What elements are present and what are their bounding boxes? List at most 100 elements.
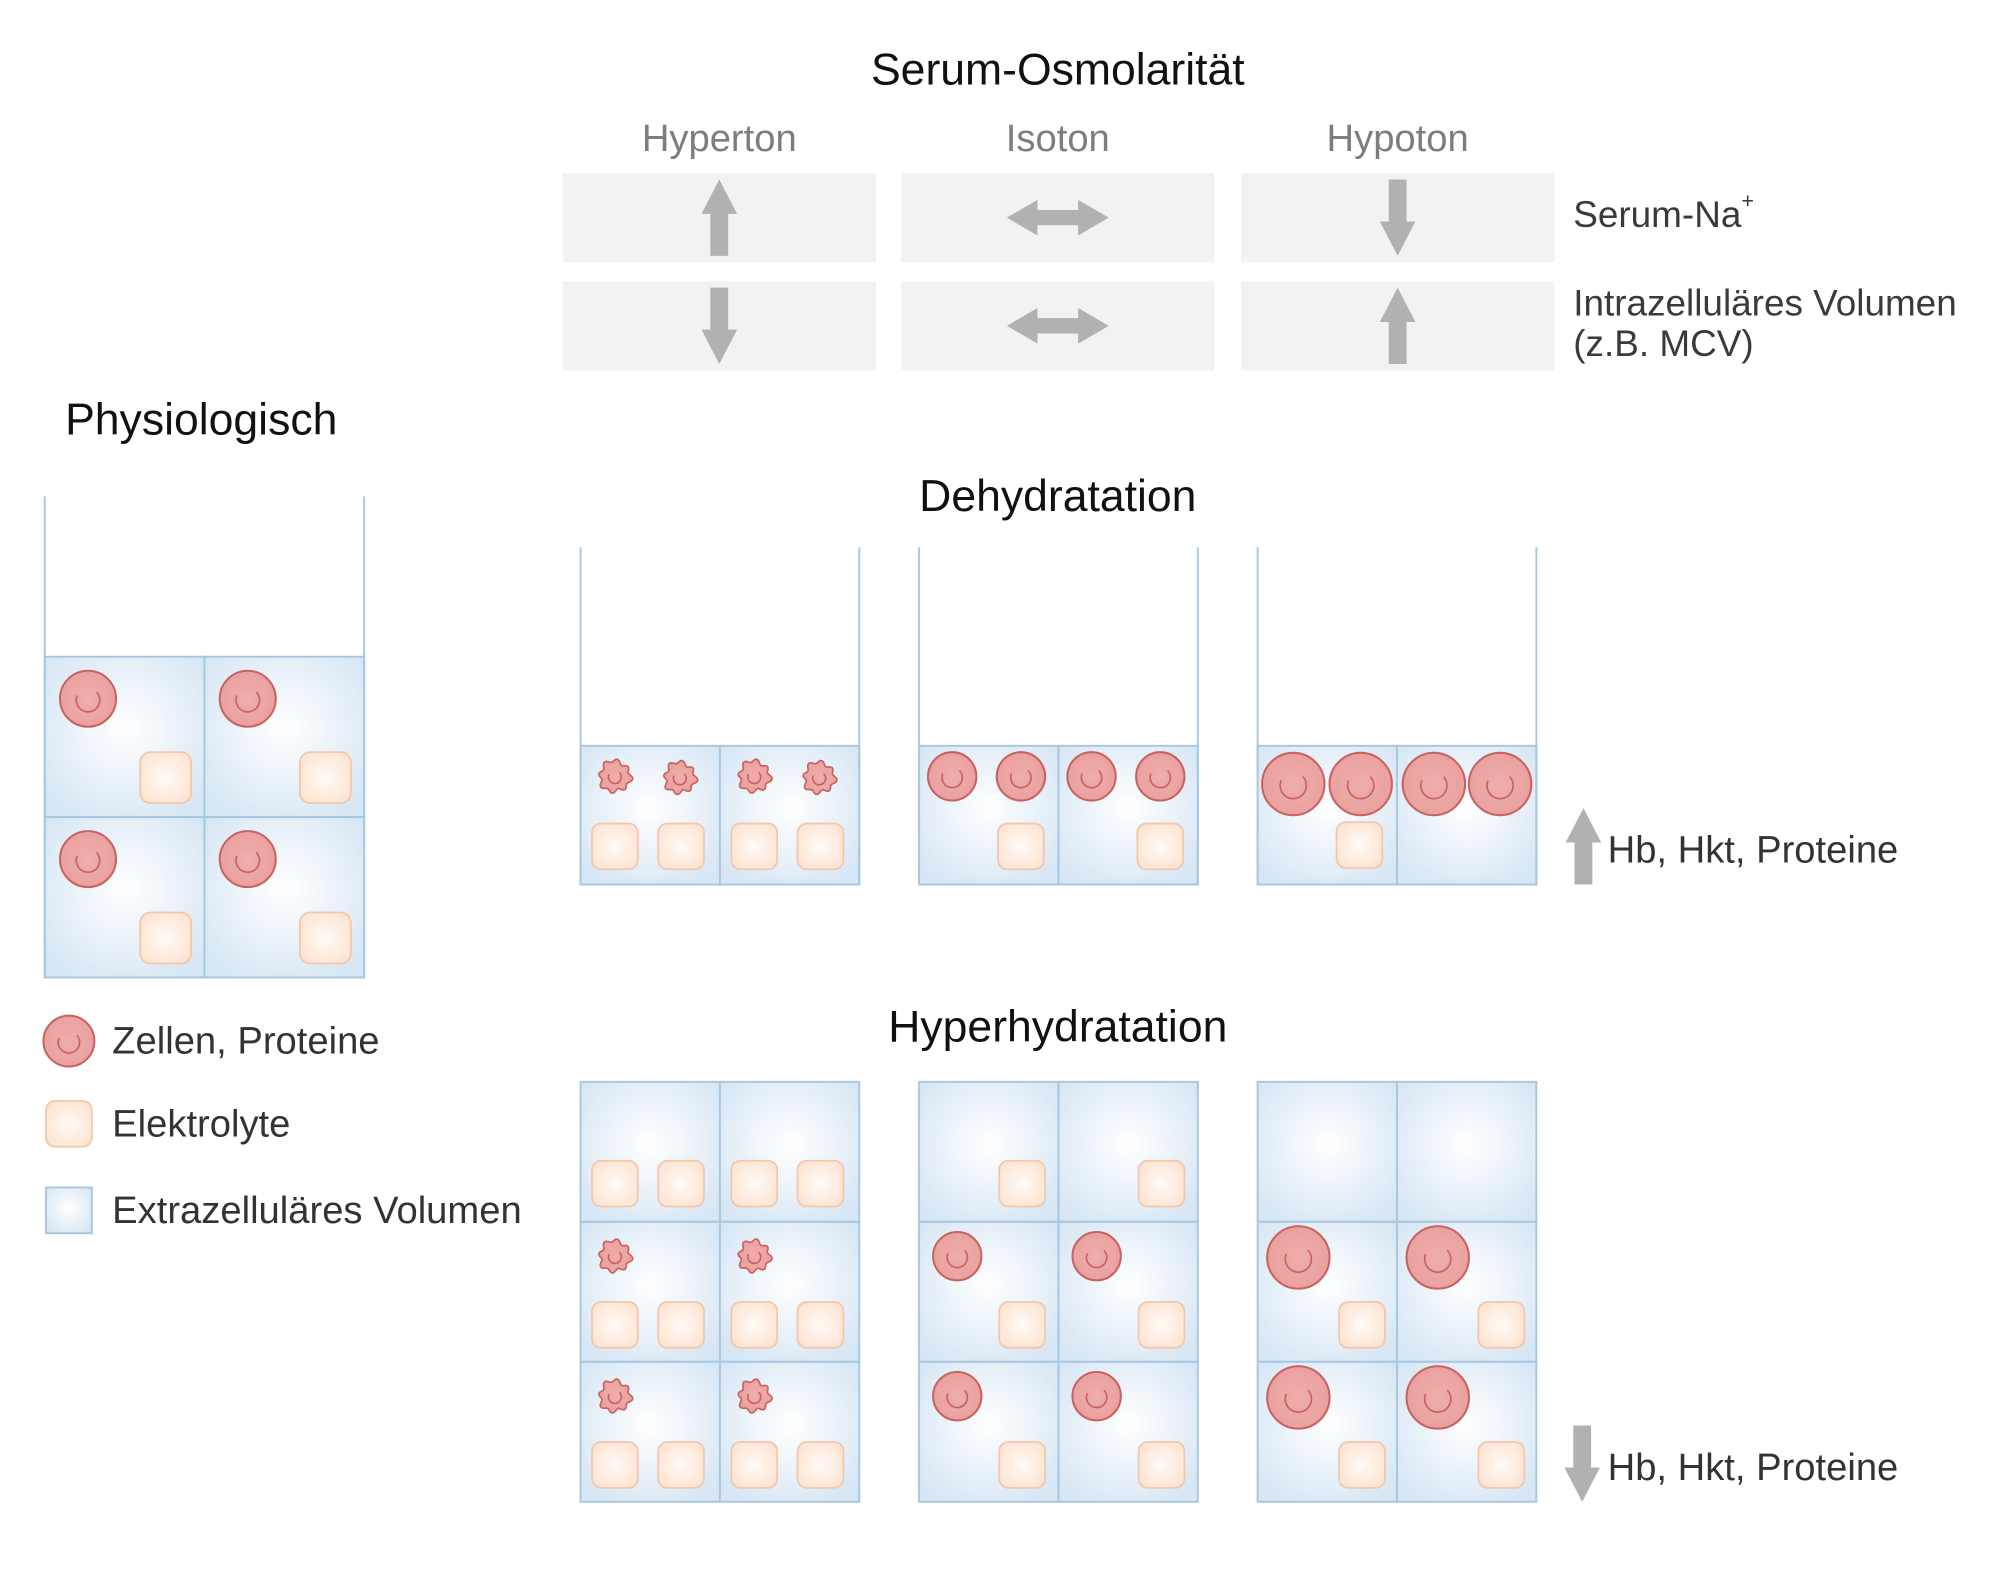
- electrolyte-icon: [591, 822, 639, 871]
- cell-membrane: [58, 669, 118, 728]
- legend-label-extracellular: Extrazelluläres Volumen: [112, 1189, 522, 1232]
- cell-icon: [995, 751, 1047, 802]
- electrolyte-icon: [998, 1159, 1046, 1208]
- cell-curl: [235, 852, 261, 874]
- cell-membrane: [926, 751, 978, 802]
- cell-icon: [58, 830, 118, 889]
- swollen-cell-icon: [1405, 1365, 1470, 1430]
- compartment: [1396, 1360, 1538, 1503]
- shrunken-cell-icon: [598, 1238, 634, 1274]
- arrow-down-icon: [1564, 1425, 1600, 1502]
- cell-membrane: [995, 751, 1047, 802]
- dehydration-isoton-container: [918, 547, 1199, 886]
- cell-membrane: [598, 758, 634, 794]
- cell-curl: [607, 1251, 623, 1265]
- cell-curl: [747, 1251, 762, 1265]
- electrolyte-icon: [1338, 1301, 1386, 1349]
- legend-label-electrolytes: Elektrolyte: [112, 1102, 290, 1145]
- osmolarity-cell-hypoton: [1241, 281, 1555, 371]
- electrolyte-icon: [45, 1100, 93, 1148]
- cell-curl: [1279, 776, 1308, 800]
- electrolyte-icon: [1137, 1159, 1186, 1208]
- cell-curl: [946, 1250, 969, 1269]
- electrolyte-icon: [139, 751, 192, 804]
- cell-membrane: [932, 1230, 983, 1282]
- compartment: [718, 1080, 861, 1223]
- electrolyte-icon: [730, 1301, 779, 1349]
- cell-curl: [747, 772, 762, 785]
- cell-curl: [1080, 770, 1103, 789]
- cell-icon: [58, 669, 118, 728]
- cell-curl: [1085, 1250, 1108, 1269]
- extracellular-volume: [1396, 1080, 1538, 1223]
- cell-membrane: [1071, 1370, 1122, 1422]
- cell-icon: [1135, 751, 1186, 802]
- legend: Zellen, Proteine Elektrolyte Extrazellul…: [42, 1014, 522, 1235]
- compartment: [43, 816, 206, 979]
- shrunken-cell-icon: [598, 758, 634, 794]
- physiological-title: Physiologisch: [65, 396, 337, 445]
- cell-icon: [218, 830, 277, 889]
- hyperhydration-isoton-container: [918, 1080, 1199, 1503]
- dehydration-note-icon: [1565, 808, 1602, 885]
- dehydration-hyperton-container: [579, 547, 861, 886]
- cell-curl: [811, 773, 827, 786]
- cell-curl: [1085, 1390, 1108, 1409]
- legend-label-cells: Zellen, Proteine: [112, 1020, 379, 1063]
- electrolyte-icon: [657, 822, 705, 871]
- cell-curl: [75, 691, 101, 713]
- arrow-shape: [701, 287, 738, 364]
- electrolyte-icon: [997, 822, 1045, 871]
- cell-membrane: [932, 1370, 983, 1422]
- swollen-cell-icon: [1266, 1365, 1331, 1430]
- cell-membrane: [1401, 751, 1467, 817]
- arrow-up-icon: [1379, 287, 1416, 364]
- compartment: [1057, 1360, 1199, 1503]
- swollen-cell-icon: [1328, 751, 1393, 817]
- cell-membrane: [58, 830, 118, 889]
- compartment: [1396, 1220, 1538, 1363]
- cell-curl: [1423, 1249, 1452, 1273]
- cell-membrane: [737, 758, 773, 794]
- electrolyte-icon: [657, 1301, 705, 1349]
- compartment: [203, 655, 366, 819]
- electrolyte-icon: [730, 1159, 779, 1208]
- cell-membrane: [42, 1014, 96, 1068]
- arrow-down-icon: [1379, 179, 1416, 256]
- shrunken-cell-icon: [598, 1378, 634, 1414]
- compartment: [718, 1360, 861, 1503]
- electrolyte-icon: [1137, 1441, 1186, 1489]
- cell-membrane: [1266, 1225, 1331, 1290]
- electrolyte-icon: [998, 1441, 1046, 1489]
- dehydration-hypoton-container: [1256, 547, 1538, 886]
- cell-curl: [1486, 776, 1515, 800]
- electrolyte-icon: [796, 1301, 845, 1349]
- compartment: [579, 744, 721, 886]
- extracellular-volume-icon: [45, 1186, 93, 1235]
- hyperhydration-title: Hyperhydratation: [888, 1003, 1227, 1052]
- compartment: [718, 1220, 861, 1363]
- shrunken-cell-icon: [737, 758, 773, 794]
- cell-icon: [1071, 1370, 1122, 1422]
- serum-na-charge: +: [1741, 187, 1754, 212]
- compartment: [1057, 1220, 1199, 1363]
- cell-curl: [1284, 1389, 1313, 1413]
- container-wall: [579, 547, 861, 886]
- electrolyte-icon: [730, 1441, 779, 1489]
- osmolarity-cell-hyperton: [562, 281, 876, 371]
- extracellular-volume: [1256, 1080, 1398, 1223]
- cell-membrane: [1071, 1230, 1122, 1282]
- dehydration-panels: [579, 547, 1538, 886]
- electrolyte-icon: [657, 1441, 705, 1489]
- physiological-container: [43, 496, 366, 979]
- osmolarity-cell-isoton: [901, 173, 1215, 263]
- cell-membrane: [802, 759, 838, 796]
- electrolyte-icon: [796, 1441, 845, 1489]
- shrunken-cell-icon: [662, 759, 699, 796]
- cell-curl: [607, 1391, 623, 1405]
- electrolyte-icon: [657, 1159, 705, 1208]
- compartment: [718, 744, 861, 886]
- cell-curl: [57, 1034, 81, 1054]
- compartment: [918, 744, 1060, 886]
- cell-icon: [42, 1014, 96, 1068]
